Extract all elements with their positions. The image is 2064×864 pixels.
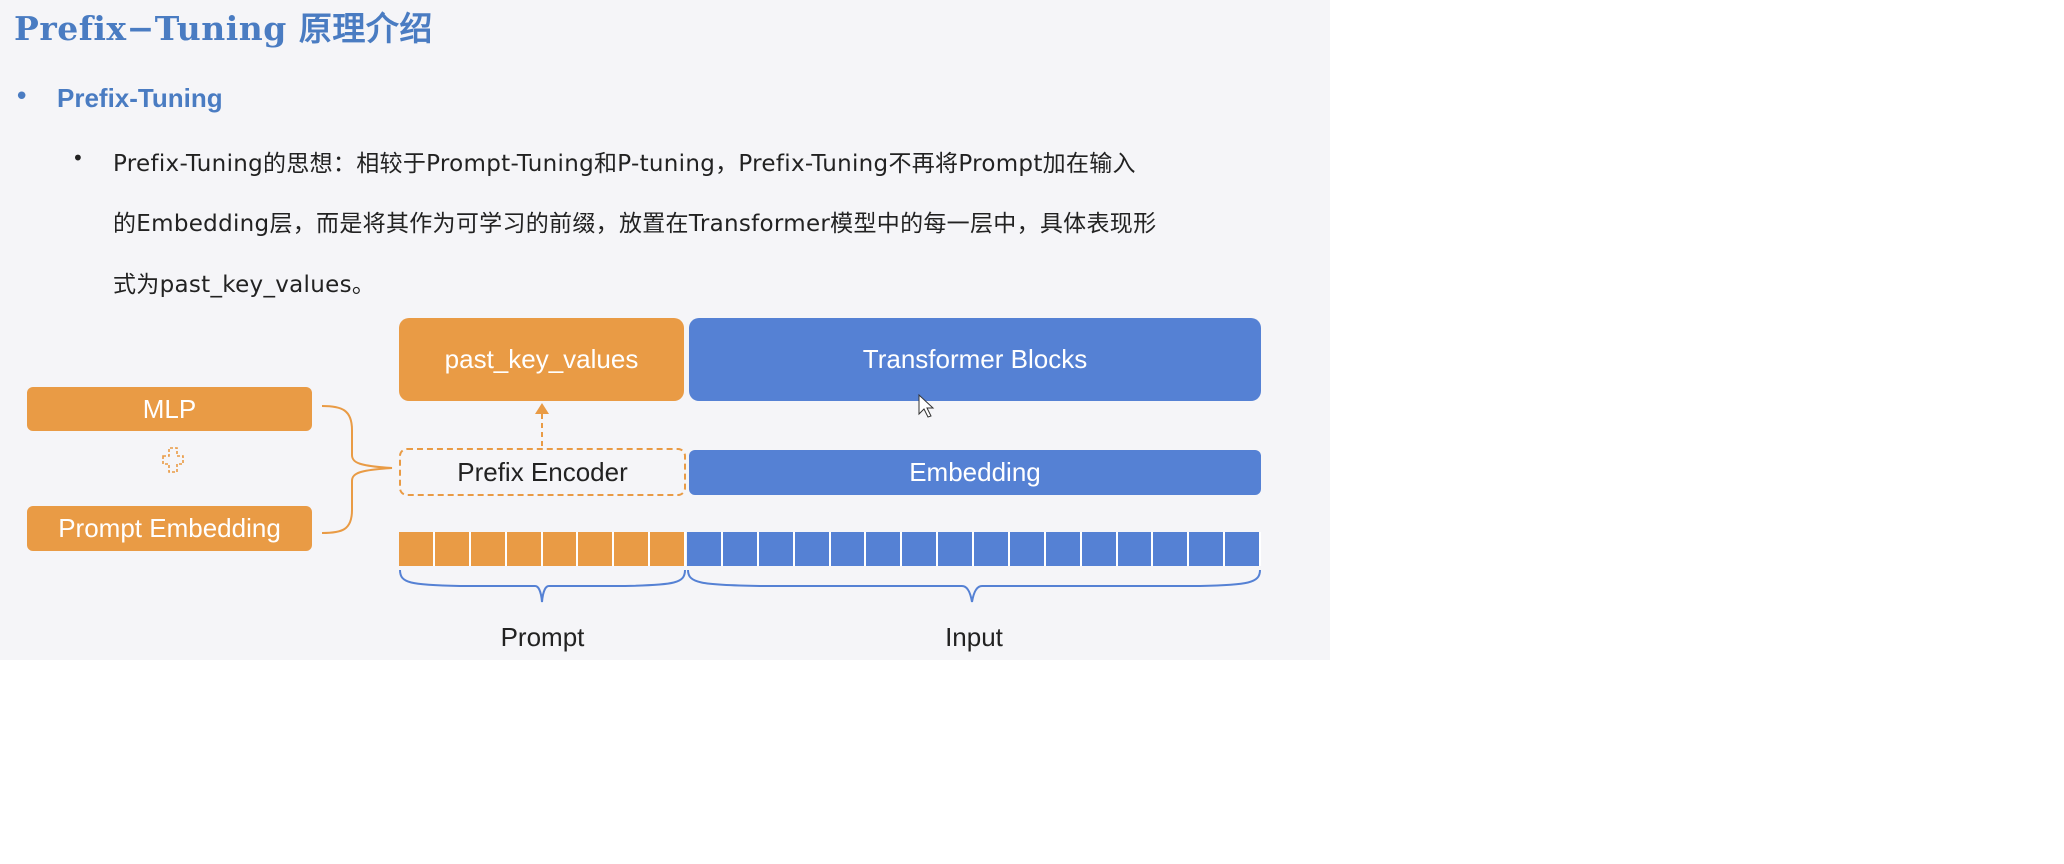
slide-title: Prefix−Tuning 原理介绍	[14, 9, 433, 48]
input-token-cell	[758, 532, 795, 566]
diagram-connectors	[162, 393, 1261, 603]
prompt-token-cell	[650, 532, 686, 566]
input-token-cell	[902, 532, 939, 566]
left-brace	[321, 405, 393, 534]
input-token-cell	[1081, 532, 1118, 566]
plus-icon	[162, 447, 184, 473]
transformer-blocks-box: Transformer Blocks	[689, 318, 1261, 401]
prompt-token-cell	[614, 532, 651, 566]
paragraph-line-2: 的Embedding层，而是将其作为可学习的前缀，放置在Transformer模…	[113, 211, 1157, 237]
input-token-cell	[687, 532, 723, 566]
input-token-cells	[687, 532, 1261, 566]
input-token-cell	[1045, 532, 1082, 566]
input-token-cell	[830, 532, 867, 566]
input-token-cell	[974, 532, 1010, 566]
input-token-cell	[1153, 532, 1190, 566]
cursor-icon	[918, 393, 935, 418]
sub-bullet-dot: •	[72, 146, 84, 170]
input-token-cell	[722, 532, 759, 566]
embedding-box: Embedding	[689, 450, 1261, 495]
prompt-token-cell	[542, 532, 579, 566]
prompt-brace	[399, 569, 686, 603]
prompt-token-cell	[506, 532, 543, 566]
input-token-cell	[1009, 532, 1046, 566]
bullet-heading: Prefix-Tuning	[57, 83, 223, 113]
input-brace	[687, 569, 1261, 603]
input-token-cell	[1117, 532, 1154, 566]
mlp-box: MLP	[27, 387, 312, 431]
paragraph-line-1: Prefix-Tuning的思想：相较于Prompt-Tuning和P-tuni…	[113, 151, 1136, 177]
input-token-cell	[938, 532, 974, 566]
input-token-cell	[866, 532, 903, 566]
input-token-cell	[1189, 532, 1226, 566]
input-token-cell	[1225, 532, 1261, 566]
prompt-token-cell	[578, 532, 615, 566]
prompt-token-cells	[399, 532, 686, 566]
arrow-head	[535, 403, 549, 414]
paragraph-line-3: 式为past_key_values。	[113, 272, 376, 298]
past-key-values-box: past_key_values	[399, 318, 684, 401]
prompt-token-cell	[434, 532, 471, 566]
slide: Prefix−Tuning 原理介绍 • Prefix-Tuning • Pre…	[0, 0, 1330, 660]
input-token-cell	[794, 532, 831, 566]
input-label: Input	[945, 622, 1003, 652]
prefix-encoder-box: Prefix Encoder	[399, 448, 686, 496]
prompt-token-cell	[399, 532, 435, 566]
prompt-embedding-box: Prompt Embedding	[27, 506, 312, 551]
prompt-token-cell	[470, 532, 507, 566]
prompt-label: Prompt	[500, 622, 585, 652]
bullet-dot: •	[14, 82, 30, 112]
